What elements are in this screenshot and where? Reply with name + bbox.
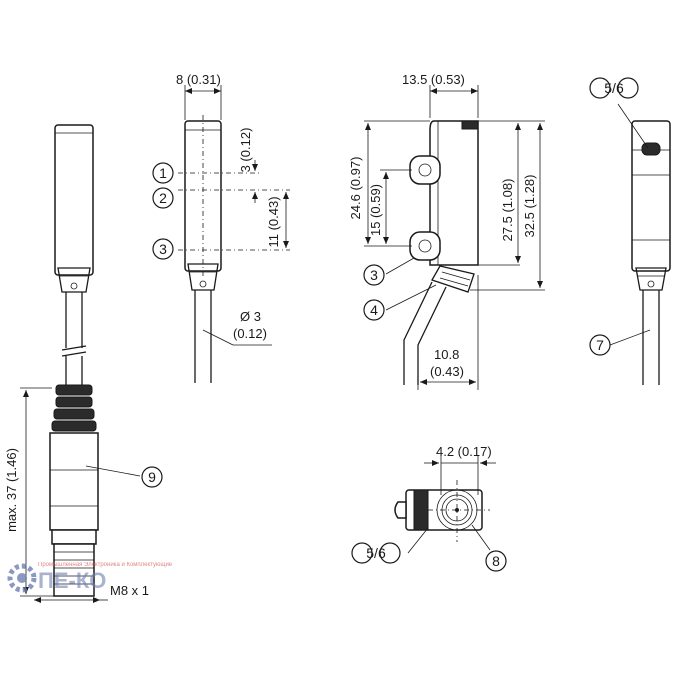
callout-8: 8: [492, 553, 500, 569]
callout-2: 2: [159, 190, 167, 206]
side-cable-gland: [431, 265, 475, 293]
callout-1: 1: [159, 165, 167, 181]
callout-9: 9: [148, 469, 156, 485]
dim-4-2: 4.2 (0.17): [436, 444, 492, 459]
dim-dia3: Ø 3: [240, 309, 261, 324]
view-bottom: 4.2 (0.17) 5/6 8: [351, 444, 507, 572]
watermark-tagline: Промышленная Электроника и Комплектующие: [38, 562, 173, 568]
dim-max-37: max. 37 (1.46): [4, 448, 19, 532]
dim-3: 3 (0.12): [238, 128, 253, 173]
cable-break: [61, 345, 87, 357]
dim-10-8-inch: (0.43): [430, 364, 464, 379]
view-side: 13.5 (0.53) 24.6 (0.97) 15 (0.59) 27.5 (…: [348, 72, 545, 390]
dim-32-5: 32.5 (1.28): [522, 175, 537, 238]
dim-m8: M8 x 1: [110, 583, 149, 598]
callout-3a: 3: [159, 241, 167, 257]
watermark-logo: ПЕ-КО Промышленная Электроника и Комплек…: [7, 562, 173, 593]
callout-5-6-top: 5/6: [604, 80, 624, 96]
view-rear: 5/6 7: [589, 77, 671, 385]
dim-width-8: 8 (0.31): [176, 72, 221, 87]
dim-width-13-5: 13.5 (0.53): [402, 72, 465, 87]
view-sensor-with-connector: max. 37 (1.46) M8 x 1 9: [4, 124, 163, 603]
dim-24-6: 24.6 (0.97): [348, 157, 363, 220]
m8-connector: [49, 384, 99, 597]
sensor-housing-left: [54, 124, 94, 276]
dim-dia3-inch: (0.12): [233, 326, 267, 341]
sensor-cable-gland: [57, 267, 91, 293]
callout-3b: 3: [370, 267, 378, 283]
callout-7: 7: [596, 337, 604, 353]
dim-11: 11 (0.43): [266, 196, 281, 247]
callout-5-6-bottom: 5/6: [366, 545, 386, 561]
view-front: 8 (0.31) 3 (0.12) 11 (0.43) 1 2 3 Ø 3 (0…: [152, 72, 290, 383]
sensor-housing-rear: [631, 120, 671, 272]
callout-4: 4: [370, 302, 378, 318]
dim-15: 15 (0.59): [368, 184, 383, 236]
watermark-text: ПЕ-КО: [38, 568, 106, 593]
dim-10-8: 10.8: [434, 347, 459, 362]
dim-27-5: 27.5 (1.08): [500, 179, 515, 242]
sensor-housing-side: [429, 120, 479, 266]
led-indicator: [641, 142, 661, 156]
